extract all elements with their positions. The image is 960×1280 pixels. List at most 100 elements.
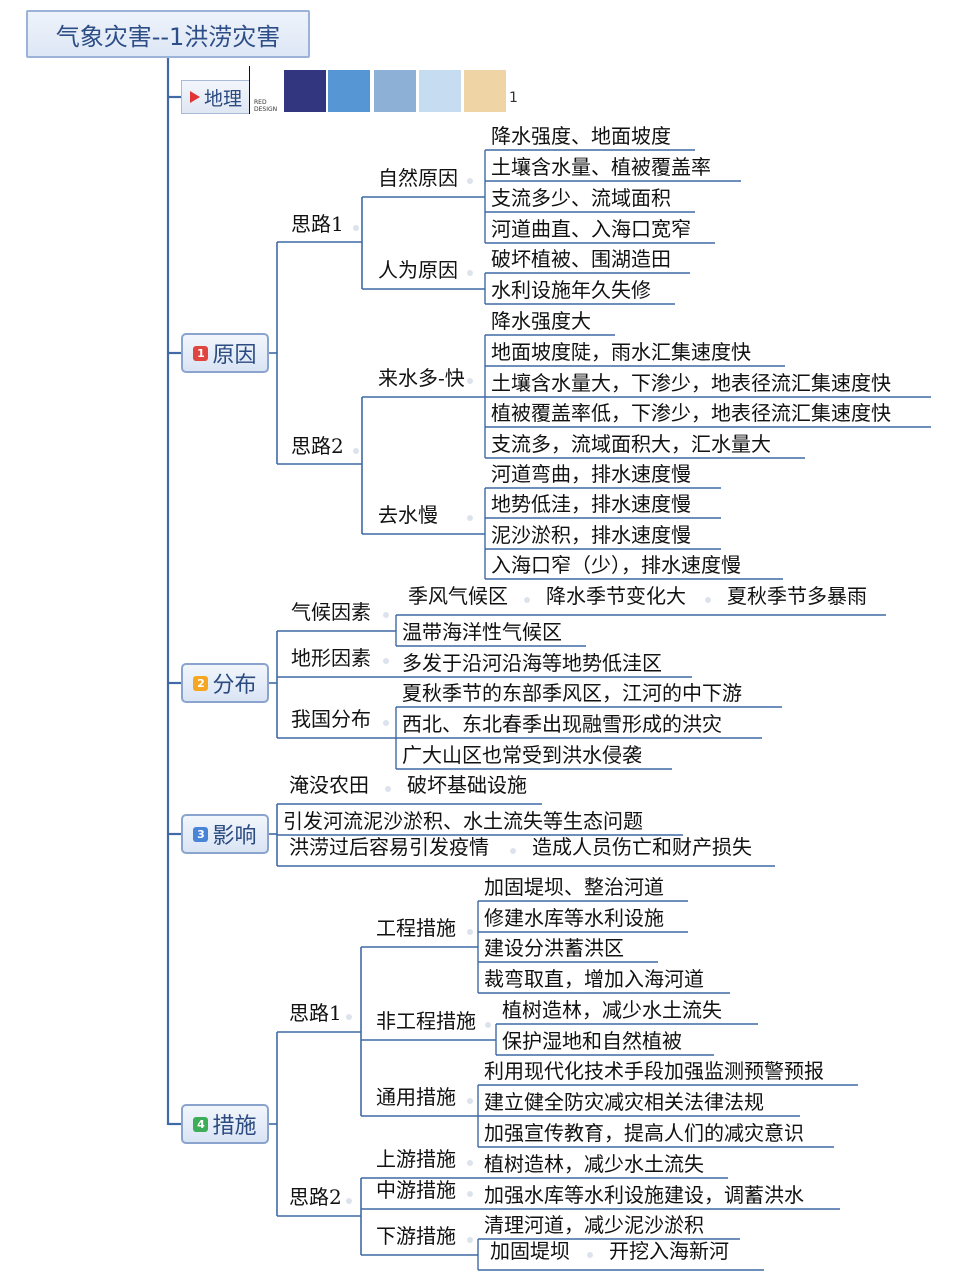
node-dot: [467, 1098, 473, 1104]
node-dot: [467, 1191, 473, 1197]
branch-node: 去水慢: [378, 503, 438, 527]
leaf-node: 降水强度、地面坡度: [491, 124, 671, 148]
leaf-node: 西北、东北春季出现融雪形成的洪灾: [402, 712, 722, 736]
main-node-label: 措施: [212, 1114, 257, 1139]
branch-node: 地形因素: [291, 646, 371, 670]
main-node-label: 原因: [212, 343, 257, 368]
leaf-node: 支流多少、流域面积: [491, 186, 671, 210]
leaf-node: 土壤含水量、植被覆盖率: [491, 155, 711, 179]
leaf-node: 洪涝过后容易引发疫情: [289, 835, 489, 859]
leaf-node: 泥沙淤积，排水速度慢: [491, 523, 691, 547]
branch-node: 思路1: [289, 1001, 342, 1025]
leaf-node: 修建水库等水利设施: [484, 906, 664, 930]
branch-node: 思路2: [291, 434, 344, 458]
node-dot: [485, 1022, 491, 1028]
color-swatch: [419, 70, 461, 112]
node-dot: [587, 1252, 593, 1258]
leaf-node: 夏秋季节的东部季风区，江河的中下游: [402, 681, 742, 705]
number-badge: 4: [193, 1116, 209, 1132]
leaf-node: 植被覆盖率低，下渗少，地表径流汇集速度快: [491, 401, 891, 425]
leaf-node: 建设分洪蓄洪区: [484, 936, 624, 960]
leaf-node: 植树造林，减少水土流失: [502, 998, 722, 1022]
leaf-node: 保护湿地和自然植被: [502, 1029, 682, 1053]
branch-node: 思路2: [289, 1185, 342, 1209]
color-swatch: [328, 70, 370, 112]
leaf-node: 降水强度大: [491, 309, 591, 333]
leaf-node: 多发于沿河沿海等地势低洼区: [402, 651, 662, 675]
branch-node: 自然原因: [378, 166, 458, 190]
leaf-node: 造成人员伤亡和财产损失: [532, 835, 752, 859]
flag-icon: [190, 91, 200, 103]
node-dot: [353, 448, 359, 454]
branch-node: 下游措施: [376, 1224, 456, 1248]
leaf-node: 地面坡度陡，雨水汇集速度快: [491, 340, 751, 364]
leaf-node: 加强水库等水利设施建设，调蓄洪水: [484, 1183, 804, 1207]
leaf-node: 入海口窄（少），排水速度慢: [491, 553, 741, 577]
node-dot: [467, 929, 473, 935]
branch-node: 我国分布: [291, 707, 371, 731]
leaf-node: 地势低洼，排水速度慢: [491, 492, 691, 516]
node-dot: [705, 597, 711, 603]
node-dot: [383, 720, 389, 726]
subject-tag-label: 地理: [204, 87, 243, 110]
node-dot: [346, 1014, 352, 1020]
leaf-node: 淹没农田: [289, 773, 369, 797]
branch-node: 上游措施: [376, 1147, 456, 1171]
node-dot: [467, 515, 473, 521]
node-dot: [467, 178, 473, 184]
color-swatch: [464, 70, 506, 112]
node-dot: [524, 597, 530, 603]
leaf-node: 河道曲直、入海口宽窄: [491, 217, 691, 241]
color-swatch: [374, 70, 416, 112]
leaf-node: 裁弯取直，增加入海河道: [484, 967, 704, 991]
number-badge: 1: [193, 345, 209, 361]
main-node-label: 影响: [212, 824, 257, 849]
branch-node: 中游措施: [376, 1178, 456, 1202]
leaf-node: 利用现代化技术手段加强监测预警预报: [484, 1059, 824, 1083]
design-watermark: RED DESIGN: [249, 66, 283, 114]
color-swatch: [284, 70, 326, 112]
design-text-2: DESIGN: [254, 106, 278, 113]
node-dot: [383, 612, 389, 618]
leaf-node: 破坏植被、围湖造田: [491, 247, 671, 271]
node-dot: [467, 378, 473, 384]
node-dot: [467, 1160, 473, 1166]
leaf-node: 夏秋季节多暴雨: [727, 584, 867, 608]
node-dot: [353, 225, 359, 231]
leaf-node: 建立健全防灾减灾相关法律法规: [484, 1090, 764, 1114]
root-title[interactable]: 气象灾害--1洪涝灾害: [26, 10, 310, 58]
branch-node: 通用措施: [376, 1085, 456, 1109]
leaf-node: 降水季节变化大: [546, 584, 686, 608]
leaf-node: 季风气候区: [408, 584, 508, 608]
leaf-node: 土壤含水量大，下渗少，地表径流汇集速度快: [491, 371, 891, 395]
branch-node: 工程措施: [376, 916, 456, 940]
leaf-node: 清理河道，减少泥沙淤积: [484, 1213, 704, 1237]
leaf-node: 破坏基础设施: [407, 773, 527, 797]
leaf-node: 加强宣传教育，提高人们的减灾意识: [484, 1121, 804, 1145]
leaf-node: 开挖入海新河: [609, 1239, 729, 1263]
number-badge: 3: [193, 826, 209, 842]
subject-tag[interactable]: 地理: [181, 80, 251, 114]
node-dot: [346, 1198, 352, 1204]
node-dot: [385, 786, 391, 792]
leaf-node: 河道弯曲，排水速度慢: [491, 462, 691, 486]
branch-node: 非工程措施: [376, 1009, 476, 1033]
node-dot: [467, 270, 473, 276]
leaf-node: 引发河流泥沙淤积、水土流失等生态问题: [283, 809, 643, 833]
number-badge: 2: [193, 675, 209, 691]
branch-node: 人为原因: [378, 258, 458, 282]
node-dot: [510, 848, 516, 854]
design-text-1: RED: [254, 99, 267, 106]
leaf-node: 植树造林，减少水土流失: [484, 1152, 704, 1176]
leaf-node: 加固堤坝、整治河道: [484, 875, 664, 899]
tag-suffix: 1: [509, 90, 518, 106]
leaf-node: 温带海洋性气候区: [402, 620, 562, 644]
leaf-node: 支流多，流域面积大，汇水量大: [491, 432, 771, 456]
node-dot: [467, 1237, 473, 1243]
branch-node: 气候因素: [291, 600, 371, 624]
